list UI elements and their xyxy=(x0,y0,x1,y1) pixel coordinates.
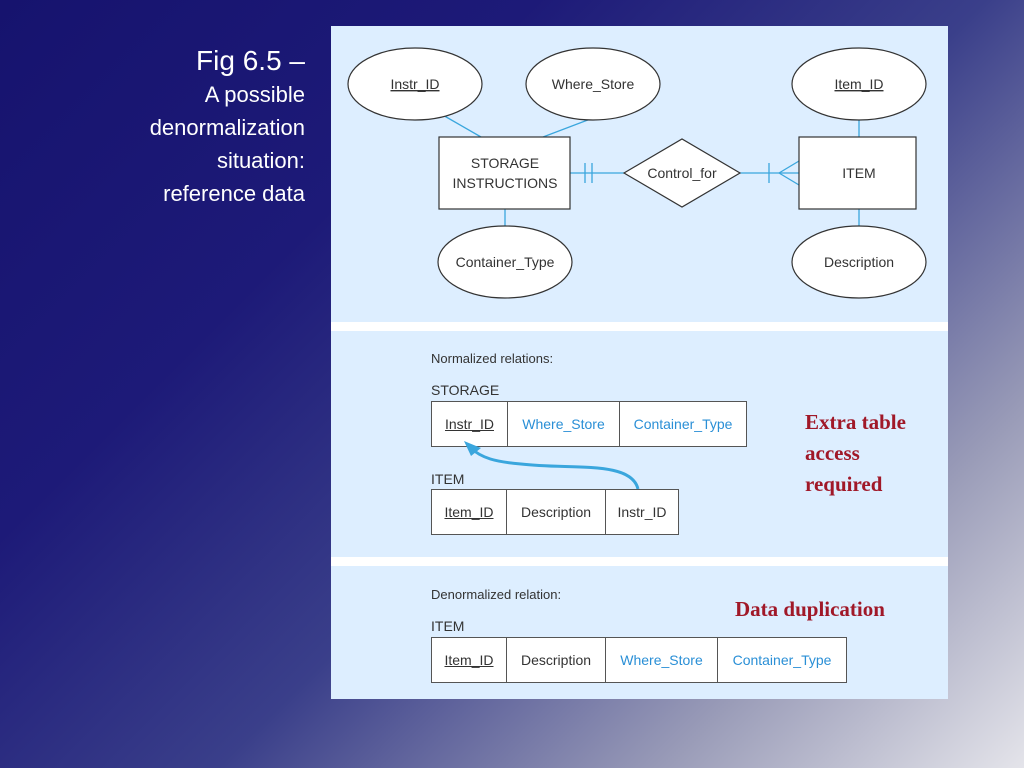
cardinality-mark xyxy=(778,172,800,186)
data-duplication-callout: Data duplication xyxy=(735,597,885,621)
attribute-ellipse xyxy=(791,225,927,299)
table-cell: Container_Type xyxy=(633,416,733,432)
storage-table: Instr_ID Where_Store Container_Type xyxy=(431,401,747,447)
attribute-ellipse xyxy=(437,225,573,299)
denormalized-heading: Denormalized relation: xyxy=(431,587,562,602)
relationship-diamond xyxy=(622,138,742,208)
figure-number: Fig 6.5 – xyxy=(196,45,305,76)
foreign-key-arrow xyxy=(464,441,640,490)
table-cell: Instr_ID xyxy=(432,402,508,446)
entity-item-label: ITEM xyxy=(842,165,875,181)
entity-item xyxy=(798,136,917,210)
band-separator xyxy=(331,322,948,331)
attr-item-id-label: Item_ID xyxy=(834,76,883,92)
title-line: denormalization xyxy=(149,115,305,140)
entity-storage-label: INSTRUCTIONS xyxy=(453,175,558,191)
denormalized-item-table: Item_ID Description Where_Store Containe… xyxy=(431,637,847,683)
table-cell: Where_Store xyxy=(508,402,620,446)
attr-instr-id-label: Instr_ID xyxy=(390,76,439,92)
callout-line: required xyxy=(805,472,883,496)
table-cell: Item_ID xyxy=(432,490,507,534)
foreign-key-arrow-line xyxy=(469,446,640,490)
connector-line xyxy=(542,117,594,138)
denormalized-table-label: ITEM xyxy=(431,618,465,634)
table-cell: Description xyxy=(507,638,606,682)
storage-table-label: STORAGE xyxy=(431,382,500,398)
title-line: situation: xyxy=(216,148,305,173)
title-line: reference data xyxy=(163,181,305,206)
figure-panel: Instr_ID Where_Store Container_Type Item… xyxy=(331,26,948,699)
entity-storage-instructions xyxy=(438,136,571,210)
attribute-ellipse xyxy=(347,47,483,121)
callout-line: access xyxy=(805,441,860,465)
title-line: A possible xyxy=(204,82,305,107)
cardinality-mark xyxy=(778,160,800,174)
table-cell: Instr_ID xyxy=(617,504,667,520)
table-cell: Container_Type xyxy=(732,652,832,668)
entity-storage-label: STORAGE xyxy=(471,155,539,171)
band-separator xyxy=(331,557,948,566)
attribute-ellipse xyxy=(525,47,661,121)
attr-where-store-label: Where_Store xyxy=(552,76,635,92)
arrow-head-icon xyxy=(464,441,481,456)
attr-container-type-label: Container_Type xyxy=(456,254,555,270)
table-cell: Item_ID xyxy=(432,638,507,682)
extra-access-callout: Extra table access required xyxy=(805,407,906,500)
table-cell: Where_Store xyxy=(606,638,718,682)
attribute-ellipse xyxy=(791,47,927,121)
relationship-label: Control_for xyxy=(647,165,717,181)
er-diagram: Instr_ID Where_Store Container_Type Item… xyxy=(347,47,927,299)
table-cell: Description xyxy=(507,490,606,534)
callout-line: Extra table xyxy=(805,410,906,434)
item-table: Item_ID Description Instr_ID xyxy=(431,489,679,535)
normalized-heading: Normalized relations: xyxy=(431,351,554,366)
attr-description-label: Description xyxy=(824,254,894,270)
item-table-label: ITEM xyxy=(431,471,465,487)
connector-line xyxy=(440,113,482,138)
slide-title: Fig 6.5 – A possible denormalization sit… xyxy=(60,44,305,210)
